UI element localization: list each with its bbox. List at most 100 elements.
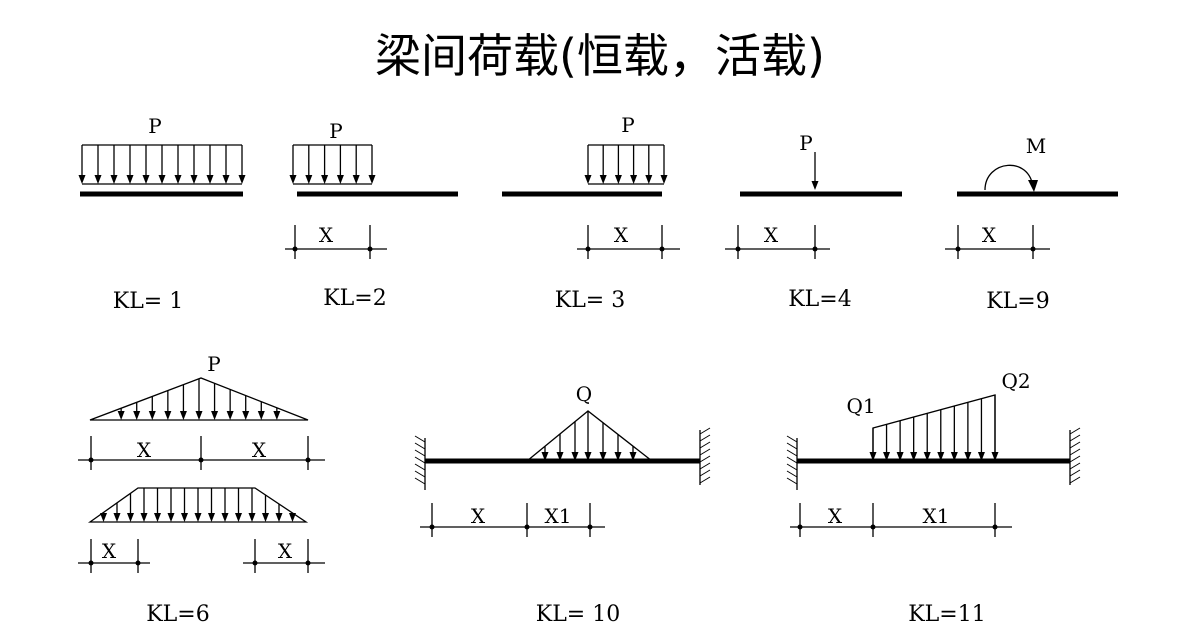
arrowhead-icon [556,452,564,461]
arrowhead-icon [190,175,198,184]
arrowhead-icon [599,452,607,461]
arrowhead-icon [181,513,188,522]
arrowhead-icon [541,452,549,461]
support-hatch [1069,427,1081,435]
kl10-label: KL= 10 [536,602,620,627]
support-hatch [699,462,711,470]
arrowhead-icon [158,175,166,184]
support-hatch [786,477,798,485]
kl6-dim-label: X [252,438,267,462]
kl6-dim-label: X [137,438,152,462]
kl9-moment-label: M [1026,134,1046,158]
dimension-node-icon [659,246,665,252]
arrowhead-icon [117,411,125,420]
dimension-node-icon [870,524,876,530]
kl6-dim-label: X [278,539,293,563]
kl6-load-label: P [207,352,220,376]
support-hatch [786,456,798,464]
kl10-dim-label: X [471,504,486,528]
triangular-load [525,410,654,462]
dimension-node-icon [429,524,435,530]
arrowhead-icon [179,411,187,420]
support-hatch [786,449,798,457]
support-hatch [699,427,711,435]
kl4-dim-label: X [764,223,779,247]
arrowhead-icon [206,175,214,184]
arrowhead-icon [126,175,134,184]
support-hatch [1069,441,1081,449]
arrowhead-icon [221,513,229,522]
arrowhead-icon [194,513,202,522]
support-hatch [699,448,711,456]
arrowhead-icon [950,452,958,461]
kl11-dim1-label: X1 [923,504,950,528]
dimension-node-icon [198,457,204,463]
arrowhead-icon [235,513,242,522]
dimension-node-icon [955,246,961,252]
linear-varying-load [872,394,996,462]
support-hatch [414,442,426,450]
support-hatch [414,470,426,478]
arrowhead-icon [584,452,592,461]
dimension-node-icon [1030,246,1036,252]
dimension-node-icon [585,246,591,252]
arrowhead-icon [352,175,360,184]
arrowhead-icon [964,452,972,461]
arrowhead-icon [289,175,297,184]
kl6-dim-label: X [102,539,117,563]
dimension-node-icon [524,524,530,530]
arrowhead-icon [305,175,313,184]
arrowhead-icon [614,175,622,184]
arrowhead-icon [238,175,246,184]
support-hatch [1069,434,1081,442]
arrowhead-icon [645,175,653,184]
support-hatch [699,476,711,484]
arrowhead-icon [368,175,376,184]
arrowhead-icon [599,175,607,184]
arrowhead-icon [321,175,329,184]
arrowhead-icon [991,452,999,461]
support-hatch [1069,476,1081,484]
kl4-load-label: P [799,131,812,155]
arrowhead-icon [910,452,918,461]
arrowhead-icon [94,175,102,184]
support-hatch [786,463,798,471]
arrowhead-icon [222,175,230,184]
kl1-load-label: P [148,114,161,138]
arrowhead-icon [154,513,161,522]
arrowhead-icon [140,513,148,522]
arrowhead-icon [195,411,203,420]
arrowhead-icon [142,175,150,184]
kl2-load-label: P [329,119,342,143]
arrowhead-icon [262,513,269,522]
support-hatch [699,455,711,463]
support-hatch [1069,455,1081,463]
kl4-label: KL=4 [788,287,851,312]
kl11-load1-label: Q1 [846,394,875,418]
moment-arc [984,164,1034,191]
dimension-node-icon [797,524,803,530]
support-hatch [699,469,711,477]
arrowhead-icon [211,411,219,420]
moment-arrowhead-icon [1028,180,1038,192]
support-hatch [786,470,798,478]
dimension-node-icon [88,560,94,566]
arrowhead-icon [148,411,156,420]
arrowhead-icon [977,452,985,461]
support-hatch [414,449,426,457]
kl10-dim1-label: X1 [545,504,572,528]
support-hatch [786,442,798,450]
kl2-dim-label: X [319,223,334,247]
kl1-label: KL= 1 [113,289,183,314]
arrowhead-icon [571,452,579,461]
dimension-node-icon [88,457,94,463]
kl11-dim-label: X [828,504,843,528]
arrowhead-icon [614,452,622,461]
support-hatch [1069,469,1081,477]
trapezoidal-load [87,487,309,523]
arrowhead-icon [923,452,931,461]
kl9-dim-label: X [982,223,997,247]
arrowhead-icon [289,513,296,522]
